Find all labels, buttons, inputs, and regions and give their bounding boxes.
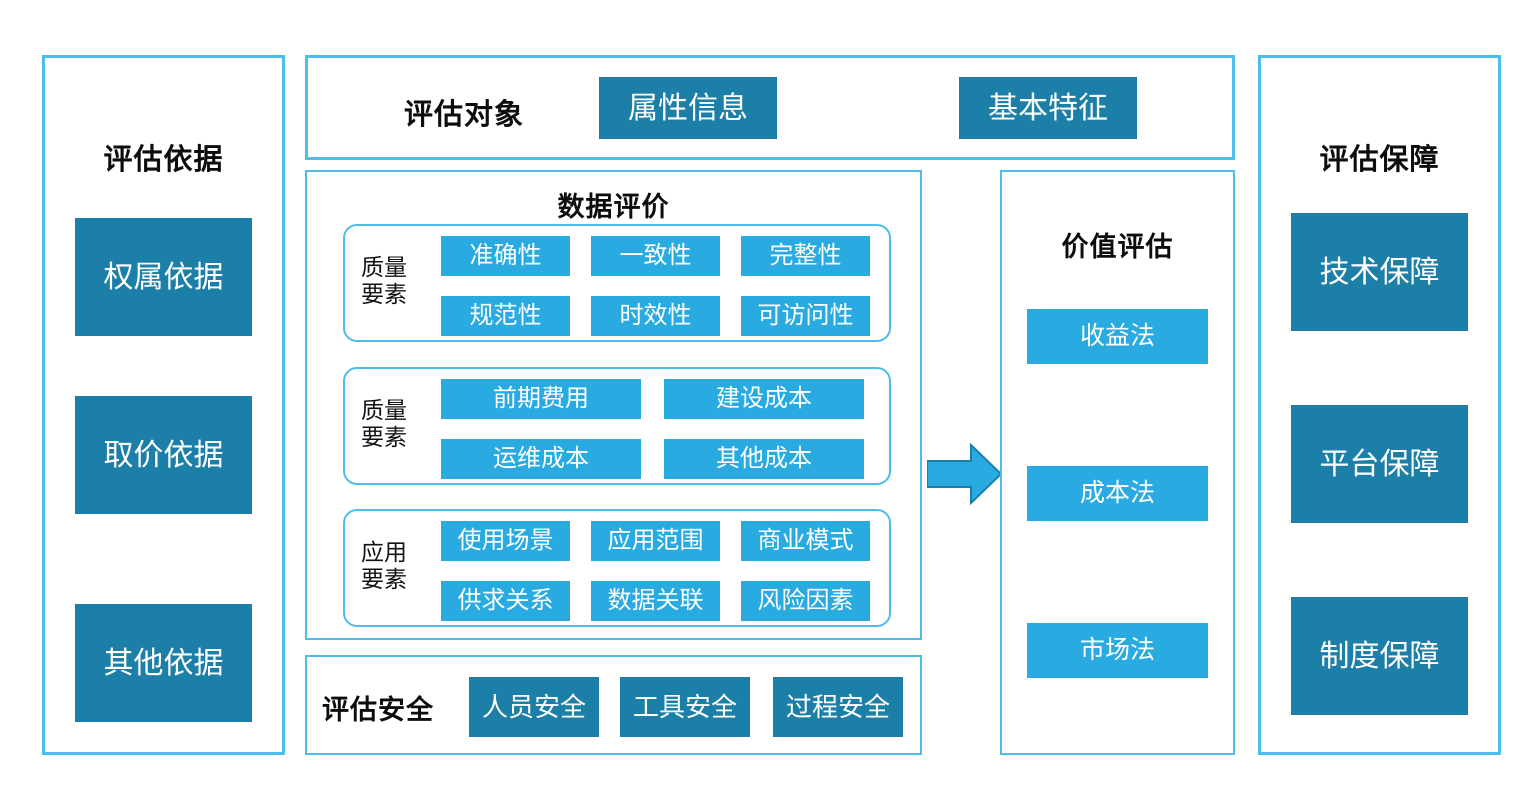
panel-value-assessment: 价值评估 收益法 成本法 市场法 [1000,170,1235,755]
box-upfront-cost[interactable]: 前期费用 [441,379,641,419]
box-income-approach[interactable]: 收益法 [1027,309,1208,364]
box-basic-features[interactable]: 基本特征 [959,77,1137,139]
panel-title-data-evaluation: 数据评价 [557,192,670,222]
box-attribute-info[interactable]: 属性信息 [599,77,777,139]
right-arrow-icon [926,442,1003,506]
box-technical-guarantee[interactable]: 技术保障 [1291,213,1468,331]
panel-assessment-object: 评估对象 属性信息 基本特征 [305,55,1235,160]
box-accessibility[interactable]: 可访问性 [741,296,870,336]
panel-assessment-guarantee: 评估保障 技术保障 平台保障 制度保障 [1258,55,1501,755]
panel-title-assessment-guarantee: 评估保障 [1319,144,1440,176]
box-construction-cost[interactable]: 建设成本 [664,379,864,419]
box-ownership-basis[interactable]: 权属依据 [75,218,252,336]
box-pricing-basis[interactable]: 取价依据 [75,396,252,514]
box-supply-demand[interactable]: 供求关系 [441,581,570,621]
box-consistency[interactable]: 一致性 [591,236,720,276]
box-accuracy[interactable]: 准确性 [441,236,570,276]
right-arrow-svg [926,442,1003,506]
group-label-cost-elements: 质量 要素 [361,397,407,451]
panel-title-assessment-basis: 评估依据 [103,144,224,176]
box-process-security[interactable]: 过程安全 [773,677,903,737]
group-label-application-elements: 应用 要素 [361,539,407,593]
box-platform-guarantee[interactable]: 平台保障 [1291,405,1468,523]
panel-data-evaluation: 数据评价 质量 要素 准确性 一致性 完整性 规范性 时效性 可访问性 质量 要… [305,170,922,640]
box-other-cost[interactable]: 其他成本 [664,439,864,479]
subgroup-application-elements: 应用 要素 使用场景 应用范围 商业模式 供求关系 数据关联 风险因素 [343,509,891,627]
box-standardization[interactable]: 规范性 [441,296,570,336]
panel-assessment-basis: 评估依据 权属依据 取价依据 其他依据 [42,55,285,755]
box-risk-factor[interactable]: 风险因素 [741,581,870,621]
box-personnel-security[interactable]: 人员安全 [469,677,599,737]
box-timeliness[interactable]: 时效性 [591,296,720,336]
subgroup-quality-elements: 质量 要素 准确性 一致性 完整性 规范性 时效性 可访问性 [343,224,891,342]
panel-title-assessment-security: 评估安全 [322,695,434,725]
box-cost-approach[interactable]: 成本法 [1027,466,1208,521]
box-usage-scenario[interactable]: 使用场景 [441,521,570,561]
box-completeness[interactable]: 完整性 [741,236,870,276]
box-application-scope[interactable]: 应用范围 [591,521,720,561]
box-other-basis[interactable]: 其他依据 [75,604,252,722]
box-tool-security[interactable]: 工具安全 [620,677,750,737]
box-data-association[interactable]: 数据关联 [591,581,720,621]
group-label-quality-elements: 质量 要素 [361,254,407,308]
panel-title-value-assessment: 价值评估 [1061,232,1174,262]
subgroup-cost-elements: 质量 要素 前期费用 建设成本 运维成本 其他成本 [343,367,891,485]
panel-assessment-security: 评估安全 人员安全 工具安全 过程安全 [305,655,922,755]
box-operation-cost[interactable]: 运维成本 [441,439,641,479]
box-market-approach[interactable]: 市场法 [1027,623,1208,678]
box-institutional-guarantee[interactable]: 制度保障 [1291,597,1468,715]
box-business-model[interactable]: 商业模式 [741,521,870,561]
panel-title-assessment-object: 评估对象 [404,99,525,131]
